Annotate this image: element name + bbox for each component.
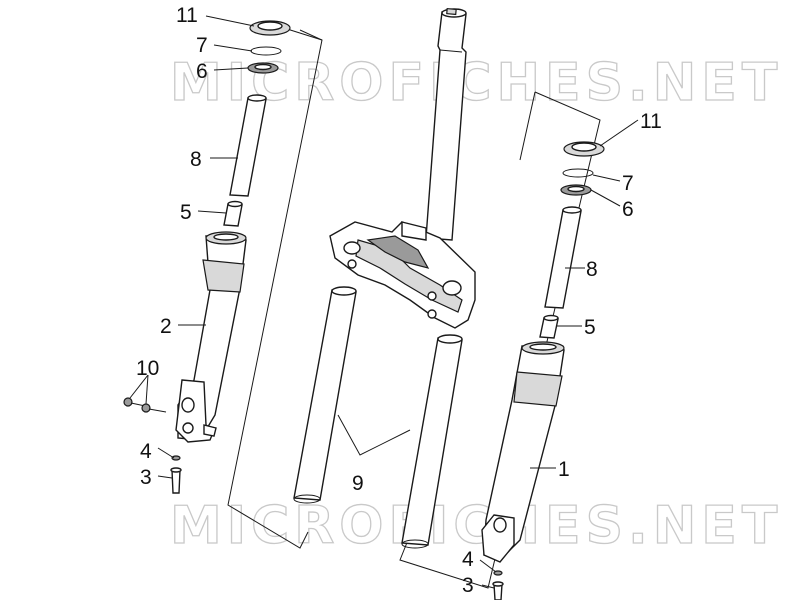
callout-6-right: 6 xyxy=(622,198,634,221)
left-fork-assembly xyxy=(123,20,291,494)
callout-9: 9 xyxy=(352,472,364,495)
callout-5-right: 5 xyxy=(584,316,596,339)
fork-tube-right xyxy=(401,334,463,549)
callout-10: 10 xyxy=(136,357,159,380)
watermark-top: MICROFICHES.NET xyxy=(170,53,782,113)
assembly-guide-right xyxy=(399,91,601,589)
callout-labels: 11 7 6 8 5 2 10 4 3 9 11 7 6 8 5 1 4 3 xyxy=(136,4,662,597)
right-fork-assembly xyxy=(481,141,605,600)
callout-11-right: 11 xyxy=(640,110,662,133)
callout-3-right: 3 xyxy=(462,574,474,597)
callout-4-right: 4 xyxy=(462,548,474,571)
callout-7-left: 7 xyxy=(196,34,208,57)
watermark-bottom: MICROFICHES.NET xyxy=(170,496,782,556)
callout-2: 2 xyxy=(160,315,172,338)
callout-6-left: 6 xyxy=(196,60,208,83)
callout-7-right: 7 xyxy=(622,172,634,195)
callout-3-left: 3 xyxy=(140,466,152,489)
callout-8-left: 8 xyxy=(190,148,202,171)
callout-11-left: 11 xyxy=(176,4,198,27)
callout-4-left: 4 xyxy=(140,440,152,463)
callout-1: 1 xyxy=(558,458,570,481)
leader-lines xyxy=(129,15,639,589)
callout-8-right: 8 xyxy=(586,258,598,281)
triple-clamp xyxy=(329,221,476,329)
fork-tube-left xyxy=(293,286,357,504)
steering-stem xyxy=(425,8,467,241)
callout-5-left: 5 xyxy=(180,201,192,224)
